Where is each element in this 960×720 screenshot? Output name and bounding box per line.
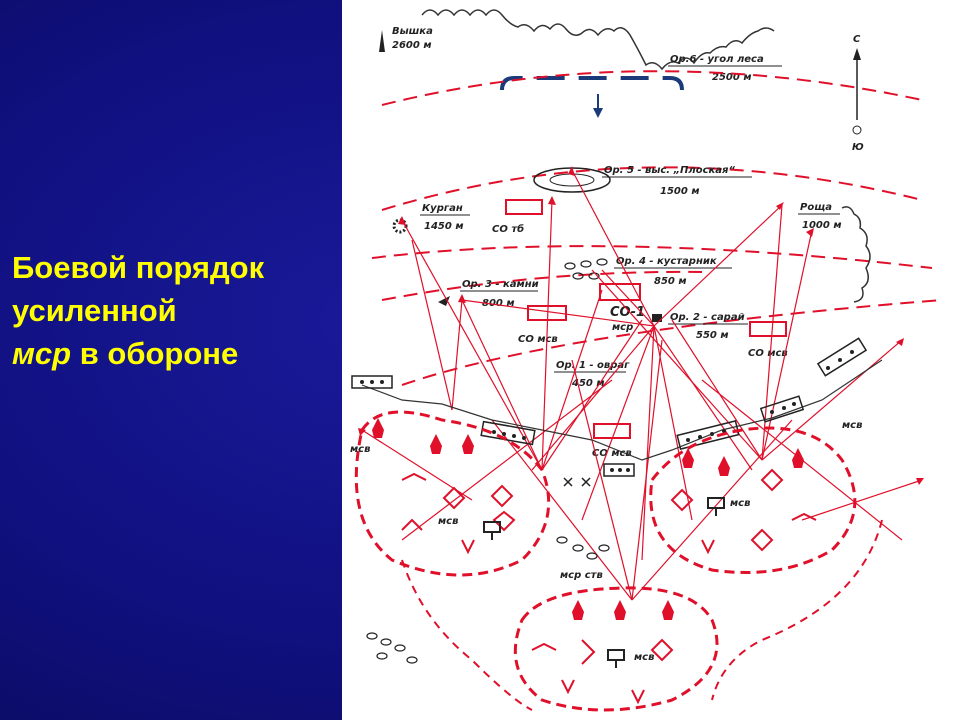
mse-left-2: мсв (438, 516, 458, 527)
platoon-left (354, 410, 551, 577)
or1-range: 450 м (571, 378, 605, 389)
barn-icon (652, 314, 662, 322)
or6-range: 2500 м (712, 72, 752, 83)
so1-post (599, 283, 641, 301)
msr-st-label: мср ств (560, 570, 603, 581)
so1-unit: мср (612, 322, 633, 333)
grove-name: Роща (800, 202, 832, 213)
kurgan-range: 1450 м (424, 221, 464, 232)
compass-icon: С Ю (852, 34, 864, 153)
title-line-1: Боевой порядок (12, 250, 265, 285)
title-line-2: усиленной (12, 293, 177, 328)
or3-range: 800 м (482, 298, 515, 309)
or1-name: Ор. 1 - овраг (556, 360, 630, 371)
infantry-positions (401, 468, 817, 705)
outer-trench (401, 519, 883, 711)
wire-obstacle (361, 359, 883, 461)
defense-map-svg: Вышка 2600 м Ор.6 - угол леса 2500 м С Ю… (350, 9, 943, 712)
so-tb-post (505, 199, 543, 215)
so-right-label: СО мсв (748, 348, 788, 359)
so-center-label: СО мсв (592, 448, 632, 459)
title-rest: в обороне (71, 336, 239, 371)
title-line-3: мср в обороне (12, 332, 342, 375)
platoon-bottom (513, 586, 719, 712)
defense-map: Вышка 2600 м Ор.6 - угол леса 2500 м С Ю… (342, 0, 960, 720)
mse-left-1: мсв (350, 444, 370, 455)
grove-range: 1000 м (802, 220, 842, 231)
tower-range: 2600 м (392, 40, 432, 51)
vehicle-positions (372, 418, 804, 620)
tower-icon (379, 30, 385, 52)
minefields (351, 337, 868, 477)
arrow-heads (358, 166, 924, 485)
range-arcs (371, 70, 943, 386)
grove-edge (841, 206, 871, 303)
so-center-post (593, 423, 631, 439)
so-tb-label: СО тб (492, 223, 524, 235)
title-italic: мср (12, 336, 72, 371)
rocks-icon (438, 296, 450, 306)
tower-name: Вышка (392, 26, 433, 37)
obstacle-markers (563, 477, 591, 487)
compass-south: Ю (852, 142, 864, 153)
or2-range: 550 м (696, 330, 729, 341)
terrain-marks (366, 536, 610, 664)
so1-label: СО-1 (610, 305, 645, 320)
or4-name: Ор. 4 - кустарник (616, 256, 717, 267)
mine-dots (360, 350, 854, 472)
mse-bottom: мсв (634, 652, 654, 663)
so-left-label: СО мсв (518, 334, 558, 345)
or5-range: 1500 м (660, 186, 700, 197)
command-posts (483, 497, 725, 668)
or4-range: 850 м (654, 276, 687, 287)
mse-right-1: мсв (842, 420, 862, 431)
so-right-post (749, 321, 787, 337)
observation-arrows (361, 169, 923, 601)
or5-name: Ор. 5 - выс. „Плоская“ (604, 165, 735, 176)
or2-name: Ор. 2 - сарай (670, 312, 745, 323)
compass-north: С (853, 34, 861, 45)
shrub-marks (564, 258, 608, 280)
or3-name: Ор. 3 - камни (462, 279, 539, 290)
or6-name: Ор.6 - угол леса (670, 54, 764, 65)
slide-title: Боевой порядок усиленной мср в обороне (12, 246, 342, 375)
mse-right-2: мсв (730, 498, 750, 509)
forest-edge (421, 9, 775, 71)
platoon-right (649, 426, 857, 574)
kurgan-name: Курган (422, 203, 463, 214)
forward-boundary (500, 76, 684, 118)
